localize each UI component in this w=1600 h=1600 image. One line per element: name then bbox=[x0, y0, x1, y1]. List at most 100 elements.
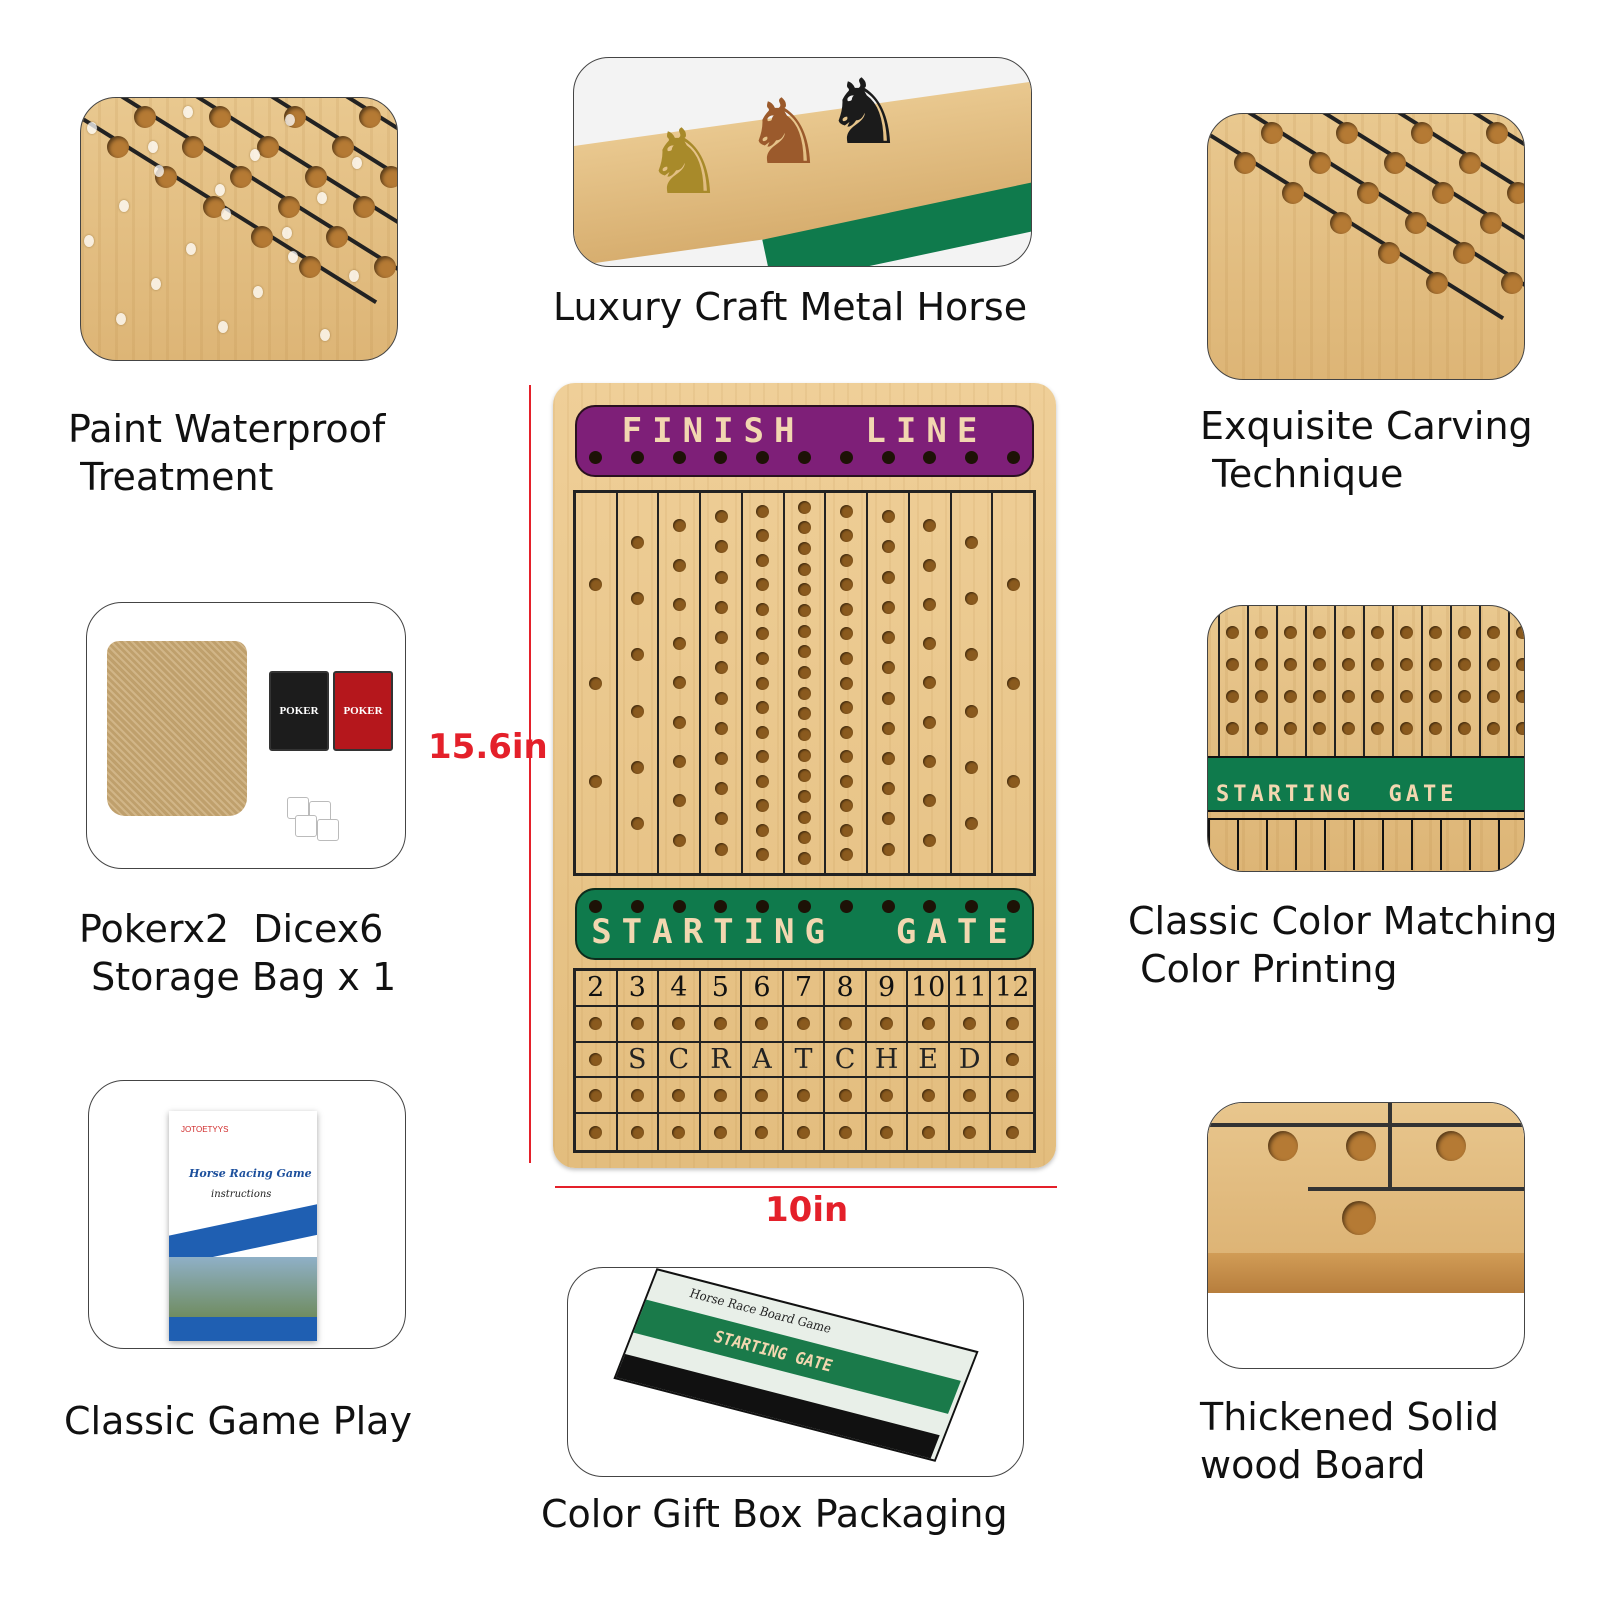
peg-hole bbox=[965, 900, 979, 913]
peg-hole bbox=[839, 701, 853, 715]
scratched-letter: C bbox=[825, 1042, 867, 1079]
booklet-subtitle: instructions bbox=[211, 1189, 272, 1200]
peg-hole bbox=[353, 196, 375, 218]
peg-hole bbox=[1371, 722, 1384, 735]
grid-hole bbox=[825, 1006, 867, 1043]
peg-hole bbox=[1384, 152, 1406, 174]
lane-4 bbox=[659, 493, 702, 873]
peg-hole bbox=[203, 196, 225, 218]
lane-2 bbox=[576, 493, 618, 873]
peg-hole bbox=[755, 1088, 769, 1102]
lane-number: 9 bbox=[866, 971, 909, 1007]
peg-hole bbox=[631, 760, 645, 774]
horse-caption: Luxury Craft Metal Horse bbox=[553, 285, 1028, 329]
water-drop bbox=[352, 157, 362, 169]
peg-hole bbox=[1453, 242, 1475, 264]
peg-hole bbox=[1006, 676, 1020, 690]
lane-10 bbox=[910, 493, 952, 873]
peg-hole bbox=[714, 451, 728, 464]
peg-hole bbox=[881, 600, 895, 614]
peg-hole bbox=[1313, 658, 1326, 671]
peg-hole bbox=[1371, 690, 1384, 703]
peg-hole bbox=[839, 725, 853, 739]
peg-hole bbox=[1378, 242, 1400, 264]
peg-hole bbox=[714, 782, 728, 796]
water-drop bbox=[253, 286, 263, 298]
peg-hole bbox=[923, 676, 937, 690]
peg-hole bbox=[1284, 626, 1297, 639]
peg-hole bbox=[1411, 122, 1433, 144]
scratched-letter: D bbox=[949, 1042, 992, 1079]
peg-hole bbox=[798, 748, 812, 762]
lane-3 bbox=[618, 493, 660, 873]
peg-hole bbox=[798, 728, 812, 742]
lane-stripe bbox=[1450, 606, 1452, 756]
lane-12 bbox=[993, 493, 1033, 873]
copper-horse-icon: ♞ bbox=[744, 80, 825, 185]
peg-hole bbox=[630, 1125, 644, 1139]
lane-stripe bbox=[1479, 606, 1481, 756]
peg-hole bbox=[630, 1017, 644, 1031]
grid-hole bbox=[908, 1006, 950, 1043]
grid-hole bbox=[618, 1114, 660, 1150]
water-drop bbox=[215, 184, 225, 196]
peg-hole bbox=[714, 600, 728, 614]
peg-hole bbox=[1255, 658, 1268, 671]
peg-hole bbox=[838, 1125, 852, 1139]
peg-hole bbox=[1207, 122, 1208, 144]
peg-hole bbox=[1516, 658, 1524, 671]
water-drop bbox=[186, 243, 196, 255]
peg-hole bbox=[923, 755, 937, 769]
peg-hole bbox=[756, 578, 770, 592]
width-dimension-line bbox=[555, 1186, 1057, 1188]
lane-number: 5 bbox=[700, 971, 743, 1007]
peg-hole bbox=[923, 833, 937, 847]
gift-caption: Color Gift Box Packaging bbox=[541, 1492, 1008, 1536]
peg-hole bbox=[964, 816, 978, 830]
peg-hole bbox=[923, 715, 937, 729]
peg-hole bbox=[1516, 690, 1524, 703]
peg-hole bbox=[589, 578, 603, 592]
peg-hole bbox=[713, 1017, 727, 1031]
peg-hole bbox=[1458, 690, 1471, 703]
peg-hole bbox=[963, 1125, 977, 1139]
lane-stripe bbox=[1305, 606, 1307, 756]
lane-7 bbox=[785, 493, 827, 873]
scratched-letter: C bbox=[659, 1042, 701, 1079]
wood-caption: Thickened Solid wood Board bbox=[1200, 1395, 1500, 1487]
peg-hole bbox=[1342, 658, 1355, 671]
water-drop bbox=[116, 313, 126, 325]
peg-hole bbox=[1313, 626, 1326, 639]
height-dimension-label: 15.6in bbox=[428, 727, 548, 767]
peg-hole bbox=[1400, 690, 1413, 703]
peg-hole bbox=[631, 592, 645, 606]
black-horse-icon: ♞ bbox=[824, 60, 905, 165]
peg-hole bbox=[839, 578, 853, 592]
peg-hole bbox=[797, 900, 811, 913]
grid-hole bbox=[950, 1114, 992, 1150]
peg-hole bbox=[1405, 212, 1427, 234]
peg-hole bbox=[714, 842, 728, 856]
peg-hole bbox=[881, 842, 895, 856]
peg-hole bbox=[756, 451, 770, 464]
peg-hole bbox=[326, 226, 348, 248]
peg-hole bbox=[1255, 626, 1268, 639]
peg-hole bbox=[1006, 774, 1020, 788]
grid-hole bbox=[866, 1078, 909, 1115]
peg-hole bbox=[713, 1125, 727, 1139]
peg-hole bbox=[756, 900, 770, 913]
lane-6 bbox=[743, 493, 785, 873]
water-drop bbox=[148, 141, 158, 153]
booklet-title: Horse Racing Game bbox=[189, 1167, 312, 1180]
peg-hole bbox=[923, 451, 937, 464]
scratched-letter: S bbox=[617, 1042, 660, 1079]
accessories-photo: POKER POKER bbox=[86, 602, 406, 869]
peg-hole bbox=[1371, 658, 1384, 671]
peg-hole bbox=[923, 597, 937, 611]
peg-hole bbox=[798, 604, 812, 618]
peg-hole bbox=[1459, 152, 1481, 174]
peg-hole bbox=[1255, 690, 1268, 703]
water-drop bbox=[285, 114, 295, 126]
peg-hole bbox=[798, 790, 812, 804]
